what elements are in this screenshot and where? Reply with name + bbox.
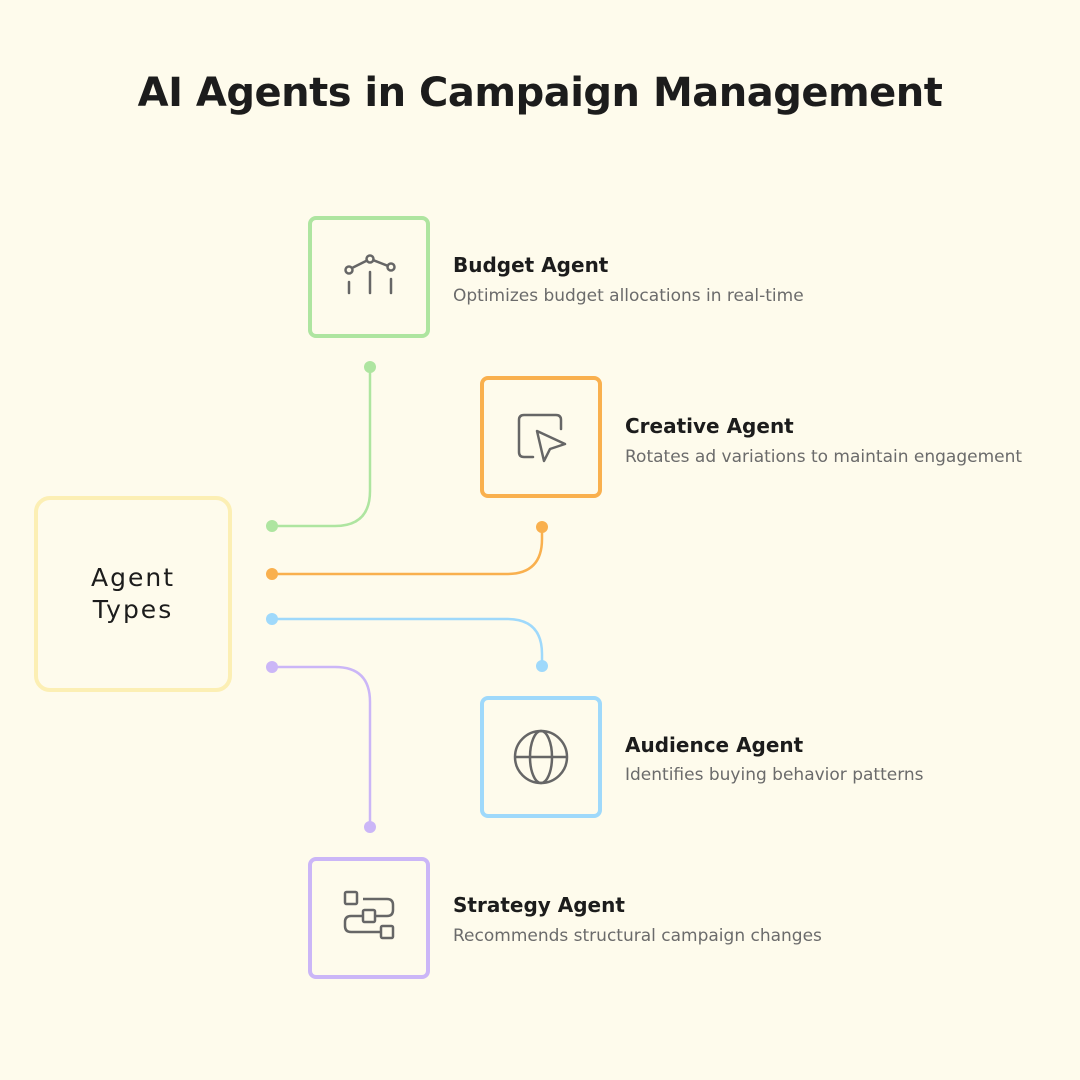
budget-agent-description: Optimizes budget allocations in real-tim… [453,286,804,306]
connector-audience-start-dot [266,613,278,625]
connector-strategy-start-dot [266,661,278,673]
connector-audience-end-dot [536,660,548,672]
strategy-agent-description: Recommends structural campaign changes [453,926,822,946]
creative-agent-icon-box [480,376,602,498]
connector-budget-start-dot [266,520,278,532]
connector-strategy [272,665,372,827]
connector-budget [272,367,372,528]
hub-label: Agent Types [91,562,175,626]
budget-agent-name: Budget Agent [453,253,609,277]
hub-label-line2: Types [92,595,174,624]
audience-agent-icon-box [480,696,602,818]
strategy-agent-name: Strategy Agent [453,893,625,917]
connector-strategy-end-dot [364,821,376,833]
connector-audience [272,617,544,666]
agent-types-hub: Agent Types [34,496,232,692]
creative-agent-name: Creative Agent [625,414,794,438]
budget-agent-icon-box [308,216,430,338]
cursor-click-icon [517,413,567,463]
connector-budget-end-dot [364,361,376,373]
globe-icon [513,729,569,785]
audience-agent-description: Identifies buying behavior patterns [625,765,924,785]
audience-agent-name: Audience Agent [625,733,804,757]
line-chart-icon [344,254,396,295]
creative-agent-description: Rotates ad variations to maintain engage… [625,447,1023,467]
connector-creative-start-dot [266,568,278,580]
connector-creative-end-dot [536,521,548,533]
connector-creative [272,527,544,576]
workflow-icon [343,890,395,940]
hub-label-line1: Agent [91,563,175,592]
strategy-agent-icon-box [308,857,430,979]
diagram-title: AI Agents in Campaign Management [137,70,943,116]
